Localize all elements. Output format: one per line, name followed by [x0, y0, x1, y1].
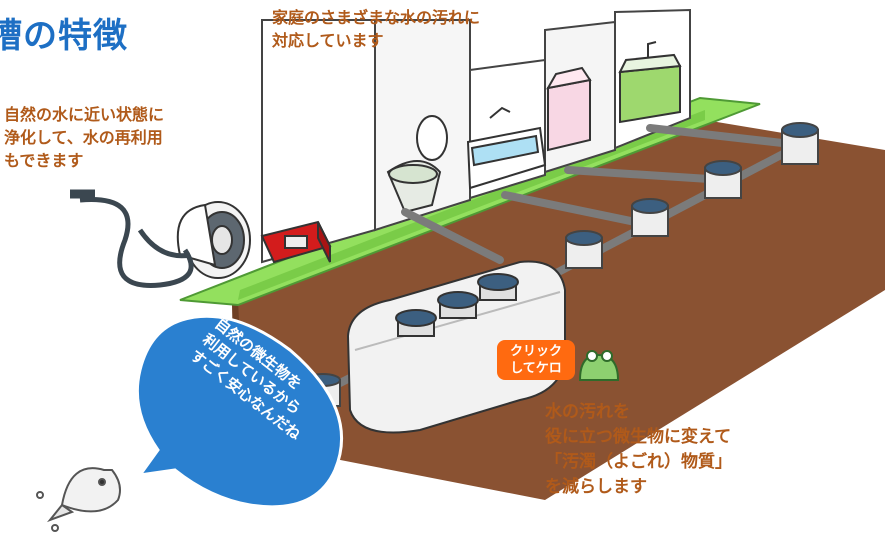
washing-machine-illustration	[546, 66, 592, 152]
frog-character	[578, 350, 620, 381]
kitchen-sink-illustration	[618, 41, 682, 124]
note-line: 自然の水に近い状態に	[4, 105, 165, 124]
note-line: 浄化して、水の再利用	[4, 128, 163, 147]
note-household-water: 家庭のさまざまな水の汚れに 対応しています	[272, 6, 480, 52]
note-line: 家庭のさまざまな水の汚れに	[272, 8, 481, 27]
septic-tank-body	[346, 260, 566, 434]
note-line: を減らします	[545, 477, 647, 497]
note-microbes: 水の汚れを 役に立つ微生物に変えて 「汚濁（よごれ）物質」 を減らします	[545, 400, 732, 500]
note-line: 役に立つ微生物に変えて	[545, 427, 732, 447]
note-line: もできます	[4, 151, 84, 170]
note-line: 「汚濁（よごれ）物質」	[545, 452, 732, 472]
red-control-box	[260, 220, 332, 264]
bathtub-illustration	[466, 106, 547, 190]
page-title: 槽の特徴	[0, 16, 128, 56]
hose-reel-illustration	[176, 201, 251, 279]
note-line: 水の汚れを	[545, 402, 630, 422]
click-frog-button[interactable]: クリック してケロ	[497, 340, 575, 380]
note-line: 対応しています	[272, 31, 384, 50]
toilet-illustration	[386, 115, 448, 214]
note-water-reuse: 自然の水に近い状態に 浄化して、水の再利用 もできます	[4, 103, 164, 172]
fish-character	[36, 467, 121, 532]
speech-bubble	[135, 314, 343, 509]
click-badge-line: クリック	[509, 344, 562, 359]
click-badge-line: してケロ	[510, 361, 562, 376]
hose-cable	[70, 189, 194, 288]
